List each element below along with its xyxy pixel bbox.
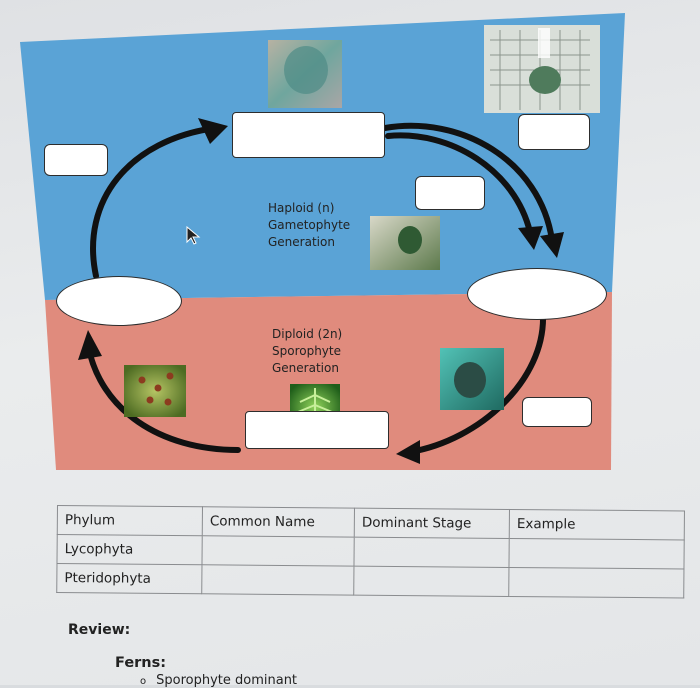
review-bullet-text: Sporophyte dominant (156, 673, 298, 688)
cursor-icon (186, 226, 201, 245)
answer-box-bottom (245, 411, 389, 449)
header-phylum: Phylum (57, 505, 203, 536)
header-dominant-stage: Dominant Stage (354, 508, 510, 539)
cell-dominant-stage[interactable] (353, 566, 509, 597)
header-common-name: Common Name (202, 506, 355, 538)
diploid-label-line: Generation (272, 361, 339, 375)
ferns-subheading: Ferns: (115, 655, 167, 671)
review-bullet: o Sporophyte dominant (140, 673, 297, 688)
haploid-label-line: Gametophyte (268, 218, 351, 232)
cell-phylum: Pteridophyta (56, 563, 202, 594)
answer-oval-right (467, 268, 607, 320)
cell-phylum: Lycophyta (56, 534, 203, 565)
header-example: Example (509, 509, 685, 540)
cell-example[interactable] (508, 567, 684, 598)
answer-oval-left (56, 276, 182, 326)
diploid-label-line: Diploid (2n) (272, 327, 343, 341)
cell-common-name[interactable] (201, 564, 354, 596)
gametophyte-photo (268, 40, 342, 108)
antheridia-micrograph (484, 25, 600, 113)
haploid-label: Haploid (n) Gametophyte Generation (268, 200, 350, 251)
cell-example[interactable] (508, 538, 685, 569)
cell-dominant-stage[interactable] (353, 537, 510, 568)
sporangia-photo (124, 365, 186, 417)
review-heading: Review: (68, 622, 131, 638)
diploid-label: Diploid (2n) Sporophyte Generation (272, 326, 342, 377)
answer-box-lower-right (522, 397, 592, 427)
cell-common-name[interactable] (201, 535, 355, 567)
diploid-zone (45, 292, 612, 470)
fern-life-cycle-diagram: Haploid (n) Gametophyte Generation Diplo… (20, 13, 625, 470)
haploid-label-line: Generation (268, 235, 335, 249)
answer-box-top-right (518, 114, 590, 150)
table-row: Pteridophyta (56, 563, 684, 598)
bullet-marker-icon: o (140, 676, 147, 687)
archegonia-micrograph (370, 216, 440, 270)
young-sporophyte-photo (440, 348, 504, 410)
answer-box-middle-right (415, 176, 485, 210)
answer-box-left (44, 144, 108, 176)
phylum-table: Phylum Common Name Dominant Stage Exampl… (56, 505, 685, 598)
haploid-label-line: Haploid (n) (268, 201, 335, 215)
answer-box-top (232, 112, 385, 158)
diploid-label-line: Sporophyte (272, 344, 341, 358)
